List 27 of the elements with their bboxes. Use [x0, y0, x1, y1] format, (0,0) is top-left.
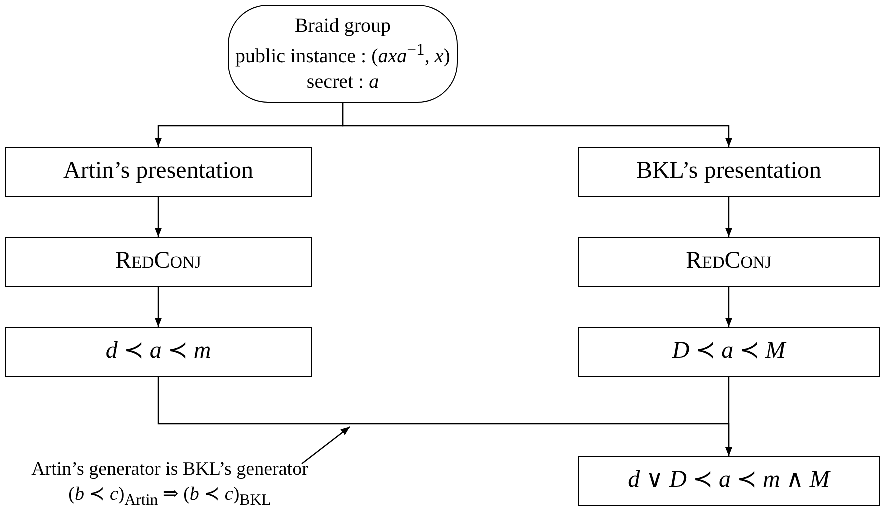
node-label: secret : a	[306, 70, 380, 96]
arrow	[342, 103, 733, 147]
annotation-text: (b ≺ c)$_{Artin}$ ⇒ (b ≺ c)$_{BKL}$	[68, 483, 272, 511]
process-box	[5, 147, 312, 197]
process-box	[578, 327, 880, 377]
node-label: d ≺ a ≺ m	[106, 337, 212, 366]
annotation-text: Artin’s generator is BKL’s generator	[32, 458, 308, 482]
node-label: d ∨ D ≺ a ≺ m ∧ M	[628, 466, 830, 496]
process-box	[578, 456, 880, 506]
leader-arrow	[302, 426, 350, 464]
node-label: D ≺ a ≺ M	[672, 337, 786, 366]
arrow	[154, 197, 162, 237]
node-label: RedConj	[686, 247, 772, 276]
process-box	[5, 237, 312, 287]
node-label: Artin’s presentation	[64, 157, 254, 186]
arrow	[154, 287, 162, 327]
node-label: RedConj	[116, 247, 202, 276]
node-label: public instance : (axa$^{−1}$, x)	[236, 38, 450, 70]
process-box	[5, 327, 312, 377]
node-label: Braid group	[294, 14, 392, 39]
process-box	[578, 147, 880, 197]
rounded-box	[228, 5, 458, 103]
process-box	[578, 237, 880, 287]
node-label: BKL’s presentation	[636, 157, 822, 186]
arrow	[725, 197, 733, 237]
arrow	[725, 377, 733, 456]
arrow	[725, 287, 733, 327]
